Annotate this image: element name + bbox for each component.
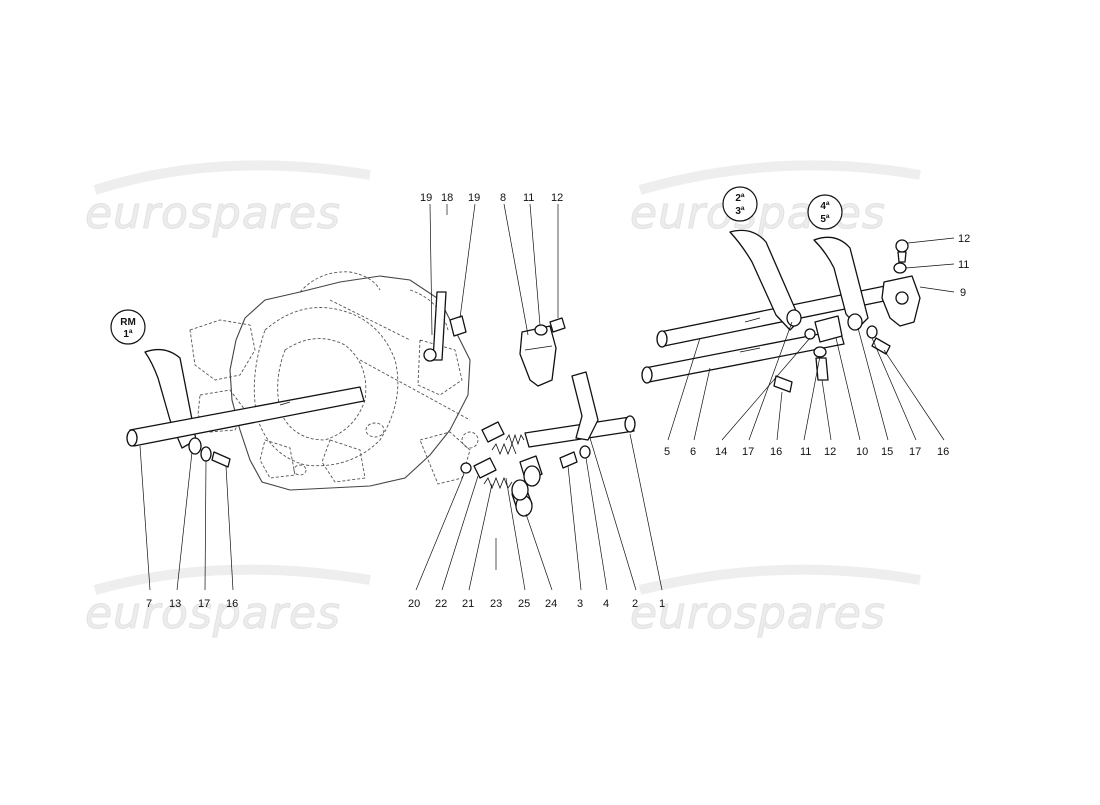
leader-lines xyxy=(139,203,955,591)
part-11-washer-upper xyxy=(534,324,548,336)
part-19-pin xyxy=(449,315,467,337)
part-7-reverse-first-fork xyxy=(126,348,365,449)
callout: 2 xyxy=(632,598,638,610)
callout: 25 xyxy=(518,598,530,610)
callout: 12 xyxy=(958,233,970,245)
svg-text:eurospares: eurospares xyxy=(630,588,886,639)
svg-text:1ª: 1ª xyxy=(123,329,133,340)
callout: 7 xyxy=(146,598,152,610)
part-16-bolt-center xyxy=(773,375,793,393)
callout: 18 xyxy=(441,192,453,204)
callout: 12 xyxy=(824,446,836,458)
callout: 6 xyxy=(690,446,696,458)
watermark-bottom-right: eurospares xyxy=(630,564,921,640)
part-12-bolt-right xyxy=(895,239,909,263)
svg-text:5ª: 5ª xyxy=(820,214,830,225)
callout: 19 xyxy=(468,192,480,204)
callout: 9 xyxy=(960,287,966,299)
watermark-bottom-left: eurospares xyxy=(85,564,371,640)
callout: 13 xyxy=(169,598,181,610)
svg-text:4ª: 4ª xyxy=(820,201,830,212)
svg-text:RM: RM xyxy=(120,317,136,328)
callout: 23 xyxy=(490,598,502,610)
part-2nd-3rd-fork xyxy=(729,229,802,331)
callout: 14 xyxy=(715,446,727,458)
callout: 4 xyxy=(603,598,609,610)
part-16-bolt xyxy=(211,451,231,468)
part-13-washer xyxy=(188,437,202,455)
part-3-bolt xyxy=(559,451,578,469)
part-12-bolt-lower xyxy=(815,357,829,381)
callout: 5 xyxy=(664,446,670,458)
part-6-rod-lower xyxy=(641,329,845,384)
callout: 11 xyxy=(958,259,969,271)
svg-text:eurospares: eurospares xyxy=(85,188,341,239)
callouts-left-bottom: 7 13 17 16 xyxy=(146,598,238,610)
part-4th-5th-fork xyxy=(813,236,869,331)
svg-text:eurospares: eurospares xyxy=(85,588,341,639)
callout: 1 xyxy=(659,598,665,610)
svg-text:eurospares: eurospares xyxy=(630,188,886,239)
gear-label-second-third: 2ª 3ª xyxy=(722,186,758,222)
callout: 17 xyxy=(198,598,210,610)
callout: 22 xyxy=(435,598,447,610)
callouts-center-bottom: 20 22 21 23 25 24 3 4 2 1 xyxy=(408,598,665,610)
callout: 8 xyxy=(500,192,506,204)
svg-text:2ª: 2ª xyxy=(735,193,745,204)
callout: 16 xyxy=(770,446,782,458)
part-8-selector-block xyxy=(519,325,557,387)
part-17-washer-right xyxy=(866,325,878,339)
part-18-shaft xyxy=(423,291,447,362)
part-17-spring-washer xyxy=(200,446,212,462)
svg-text:3ª: 3ª xyxy=(735,206,745,217)
callout: 17 xyxy=(742,446,754,458)
part-25-plug xyxy=(511,455,543,501)
watermark-top-right: eurospares xyxy=(630,160,921,240)
part-23-spring xyxy=(505,433,525,446)
part-11-washer-lower xyxy=(813,346,827,358)
callout: 12 xyxy=(551,192,563,204)
part-11-washer-right xyxy=(893,262,907,274)
callouts-top-left: 19 18 19 8 11 12 xyxy=(420,192,563,204)
part-9-selector-block xyxy=(881,275,921,327)
callout: 11 xyxy=(523,192,534,204)
callout: 17 xyxy=(909,446,921,458)
callouts-right-upper: 12 11 9 xyxy=(958,233,970,299)
part-16-bolt-right xyxy=(871,337,891,355)
part-4-washer xyxy=(579,445,591,459)
gearbox-casing xyxy=(189,271,479,491)
callout: 24 xyxy=(545,598,557,610)
part-22-plunger xyxy=(473,421,505,479)
callout: 21 xyxy=(462,598,474,610)
part-2-selector-arm xyxy=(571,371,599,441)
callouts-right-bottom: 5 6 14 17 16 11 12 10 15 17 16 xyxy=(664,446,949,458)
gear-label-fourth-fifth: 4ª 5ª xyxy=(807,194,843,230)
callout: 11 xyxy=(800,446,811,458)
callout: 16 xyxy=(226,598,238,610)
part-14-pin xyxy=(804,328,816,340)
callout: 3 xyxy=(577,598,583,610)
part-20-ball xyxy=(460,462,472,474)
part-10-selector xyxy=(814,315,843,343)
callout: 10 xyxy=(856,446,868,458)
callout: 19 xyxy=(420,192,432,204)
part-12-bolt-upper xyxy=(549,317,566,333)
callout: 20 xyxy=(408,598,420,610)
watermark-top-left: eurospares xyxy=(85,160,371,240)
callout: 15 xyxy=(881,446,893,458)
gear-label-reverse-first: RM 1ª xyxy=(110,309,146,345)
callout: 16 xyxy=(937,446,949,458)
